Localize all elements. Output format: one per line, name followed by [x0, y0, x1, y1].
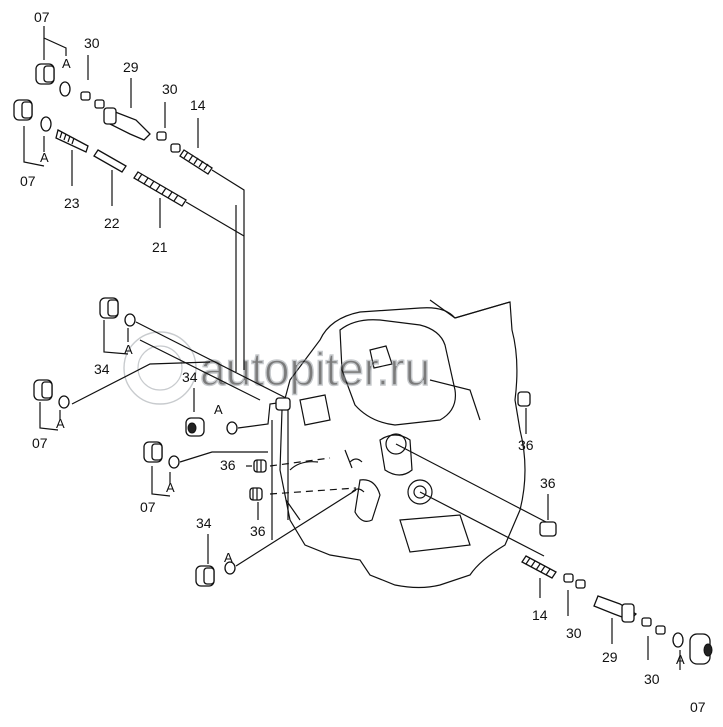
label-21: 21 — [152, 239, 168, 255]
ref-a8: A — [676, 652, 685, 667]
label-36-b: 36 — [250, 523, 266, 539]
transmission-housing — [279, 299, 526, 589]
plug-07-right — [672, 632, 713, 665]
plug-34-bottom — [195, 561, 236, 587]
plug-34-upper — [99, 297, 136, 327]
label-34-b: 34 — [182, 369, 198, 385]
label-30-b: 30 — [162, 81, 178, 97]
watermark-text: autopiter.ru — [200, 343, 430, 395]
label-30-d: 30 — [644, 671, 660, 687]
label-07-d: 07 — [140, 499, 156, 515]
plug-34-middle — [185, 417, 238, 437]
plug-07-left — [13, 99, 52, 132]
plug-07-top — [35, 63, 71, 97]
label-36-c: 36 — [518, 437, 534, 453]
label-07-b: 07 — [20, 173, 36, 189]
plug-07-middle — [33, 379, 70, 409]
watermark: autopiter.ru — [123, 331, 431, 405]
label-30-c: 30 — [566, 625, 582, 641]
label-22: 22 — [104, 215, 120, 231]
ref-a7: A — [224, 550, 233, 565]
label-07-e: 07 — [690, 699, 706, 715]
label-36-d: 36 — [540, 475, 556, 491]
label-29-a: 29 — [123, 59, 139, 75]
label-07-a: 07 — [34, 9, 50, 25]
label-29-b: 29 — [602, 649, 618, 665]
ref-a2: A — [40, 150, 49, 165]
label-23: 23 — [64, 195, 80, 211]
ref-a4: A — [56, 416, 65, 431]
plug-07-lower — [143, 441, 180, 469]
ref-a1: A — [62, 56, 71, 71]
label-34-c: 34 — [196, 515, 212, 531]
label-07-c: 07 — [32, 435, 48, 451]
label-14-a: 14 — [190, 97, 206, 113]
ref-a6: A — [166, 480, 175, 495]
ref-a5: A — [214, 402, 223, 417]
label-30-a: 30 — [84, 35, 100, 51]
label-34-a: 34 — [94, 361, 110, 377]
label-14-b: 14 — [532, 607, 548, 623]
ref-a3: A — [124, 342, 133, 357]
label-36-a: 36 — [220, 457, 236, 473]
